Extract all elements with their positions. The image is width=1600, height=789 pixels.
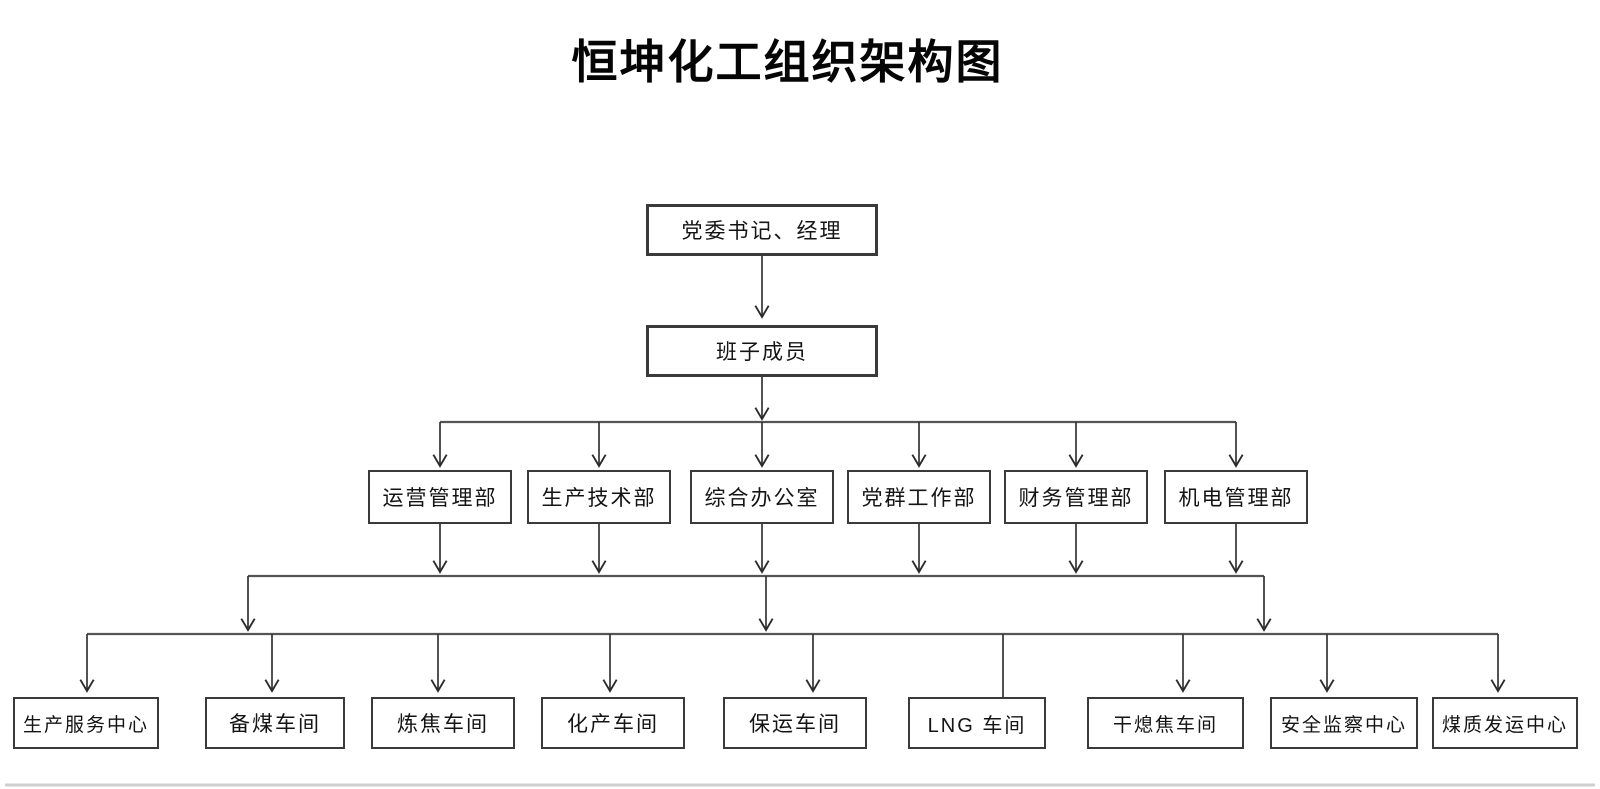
node-label: 综合办公室 — [704, 487, 820, 510]
node-finance-management-dept: 财务管理部 — [1004, 470, 1148, 524]
node-label: 煤质发运中心 — [1441, 714, 1568, 736]
node-label: 机电管理部 — [1178, 487, 1294, 510]
node-lng-workshop: LNG 车间 — [908, 697, 1046, 749]
node-label: 运营管理部 — [382, 487, 498, 510]
node-dry-quenching-workshop: 干熄焦车间 — [1087, 697, 1244, 749]
node-general-office: 综合办公室 — [690, 470, 834, 524]
node-mechanical-electrical-dept: 机电管理部 — [1164, 470, 1308, 524]
node-label: 党委书记、经理 — [681, 220, 843, 243]
node-label: 保运车间 — [749, 713, 841, 736]
node-label: 干熄焦车间 — [1112, 714, 1218, 736]
node-chemical-products-workshop: 化产车间 — [541, 697, 685, 749]
node-leadership-team: 班子成员 — [646, 325, 878, 377]
node-coal-quality-dispatch-center: 煤质发运中心 — [1432, 697, 1578, 749]
node-party-secretary-manager: 党委书记、经理 — [646, 204, 878, 256]
node-label: 生产技术部 — [541, 487, 657, 510]
node-production-technology-dept: 生产技术部 — [527, 470, 671, 524]
node-operations-management-dept: 运营管理部 — [368, 470, 512, 524]
node-label: 财务管理部 — [1018, 487, 1134, 510]
node-safety-supervision-center: 安全监察中心 — [1270, 697, 1418, 749]
node-label: 班子成员 — [716, 341, 808, 364]
node-label: 化产车间 — [567, 713, 659, 736]
node-label: 安全监察中心 — [1280, 714, 1407, 736]
node-coking-workshop: 炼焦车间 — [371, 697, 515, 749]
node-label: 备煤车间 — [229, 713, 321, 736]
node-party-mass-work-dept: 党群工作部 — [847, 470, 991, 524]
node-label: LNG 车间 — [927, 714, 1027, 737]
node-production-service-center: 生产服务中心 — [13, 697, 159, 749]
node-label: 党群工作部 — [861, 487, 977, 510]
node-label: 炼焦车间 — [397, 713, 489, 736]
node-coal-preparation-workshop: 备煤车间 — [205, 697, 345, 749]
node-label: 生产服务中心 — [22, 714, 149, 736]
chart-title: 恒坤化工组织架构图 — [571, 37, 1004, 88]
node-maintenance-transport-workshop: 保运车间 — [723, 697, 867, 749]
